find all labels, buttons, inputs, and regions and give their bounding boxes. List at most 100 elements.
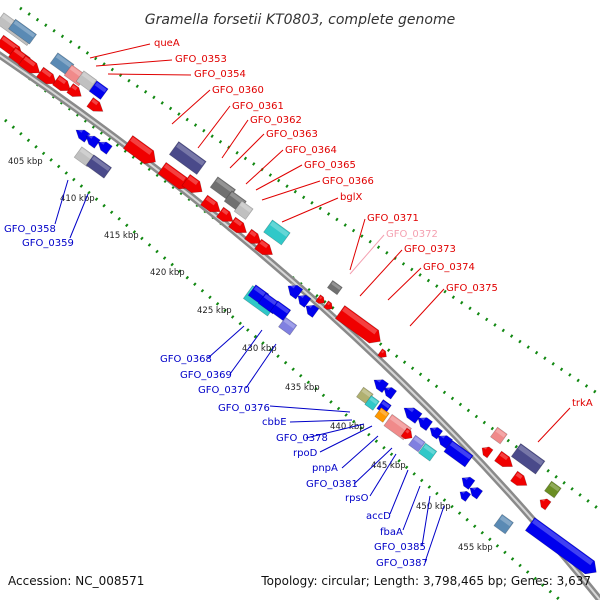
- gene-41: [323, 300, 333, 310]
- leader-line: [387, 267, 422, 301]
- gene-label-text: GFO_0361: [232, 101, 284, 112]
- leader-line: [353, 447, 393, 485]
- gene-label-gfo-0368: GFO_0368: [160, 325, 245, 365]
- leader-line: [171, 89, 211, 125]
- leader-line: [289, 419, 353, 423]
- leader-line: [421, 495, 431, 547]
- outer-dotted-track: [19, 6, 600, 397]
- gene-label-text: fbaA: [380, 527, 403, 538]
- gene-28: [244, 228, 262, 244]
- gene-54: [400, 427, 413, 440]
- leader-line: [349, 234, 385, 275]
- gene-45: [383, 385, 398, 400]
- gene-label-bglx: bglX: [281, 192, 362, 223]
- gene-label-gfo-0361: GFO_0361: [197, 101, 284, 149]
- gene-label-text: GFO_0365: [304, 160, 356, 171]
- leader-line: [369, 453, 397, 497]
- leader-line: [107, 73, 192, 76]
- gene-label-gfo-0374: GFO_0374: [387, 262, 475, 301]
- leader-line: [537, 407, 571, 443]
- gene-51: [417, 414, 433, 432]
- gene-26: [216, 206, 234, 222]
- gene-label-gfo-0371: GFO_0371: [349, 213, 419, 271]
- gene-label-gfo-0375: GFO_0375: [409, 283, 498, 327]
- gene-49: [374, 407, 390, 423]
- gene-label-text: rpoD: [293, 448, 318, 459]
- gene-58: [443, 439, 474, 468]
- tick-label: 435 kbp: [285, 383, 320, 393]
- gene-56: [418, 442, 438, 462]
- leader-line: [359, 249, 403, 297]
- gene-38: [305, 302, 320, 318]
- accession-text: Accession: NC_008571: [8, 574, 144, 588]
- leader-line: [229, 133, 265, 169]
- gene-label-rpod: rpoD: [293, 425, 373, 459]
- gene-label-gfo-0358: GFO_0358: [4, 179, 69, 235]
- gene-label-text: GFO_0378: [276, 433, 328, 444]
- gene-label-gfo-0387: GFO_0387: [376, 505, 445, 569]
- gene-61: [459, 489, 472, 502]
- gene-labels: queAGFO_0353GFO_0354GFO_0360GFO_0361GFO_…: [4, 38, 593, 569]
- gene-4: [18, 54, 41, 74]
- gene-15: [97, 139, 113, 155]
- gene-label-gfo-0363: GFO_0363: [229, 129, 318, 169]
- gene-label-text: GFO_0353: [175, 54, 227, 65]
- gene-label-text: queA: [154, 38, 180, 49]
- tick-label: 450 kbp: [416, 502, 451, 512]
- gene-57: [437, 432, 453, 450]
- gene-label-fbaa: fbaA: [380, 485, 421, 538]
- gene-65: [510, 443, 546, 475]
- gene-36: [287, 282, 304, 300]
- gene-label-quea: queA: [89, 38, 180, 59]
- gene-62: [490, 426, 508, 445]
- tick-label: 440 kbp: [330, 422, 365, 432]
- gene-7: [66, 83, 82, 97]
- gene-label-text: GFO_0381: [306, 479, 358, 490]
- gene-label-gfo-0372: GFO_0372: [349, 229, 438, 275]
- gene-label-gfo-0362: GFO_0362: [221, 115, 302, 159]
- gene-6: [52, 74, 71, 92]
- gene-12: [86, 97, 104, 112]
- leader-line: [409, 288, 445, 327]
- leader-line: [305, 423, 365, 439]
- leader-line: [424, 505, 445, 563]
- gene-55: [408, 434, 426, 453]
- gene-label-text: GFO_0354: [194, 69, 246, 80]
- gene-features: [0, 12, 597, 575]
- gene-1: [8, 18, 37, 45]
- leader-line: [221, 119, 249, 159]
- gene-label-gfo-0378: GFO_0378: [276, 423, 365, 444]
- gene-66: [510, 470, 528, 486]
- gene-label-text: GFO_0372: [386, 229, 438, 240]
- gene-label-text: GFO_0366: [322, 176, 374, 187]
- gene-64: [494, 450, 513, 468]
- leader-line: [341, 435, 379, 469]
- leader-line: [197, 105, 231, 149]
- tick-label: 430 kbp: [242, 344, 277, 354]
- topology-text: Topology: circular; Length: 3,798,465 bp…: [260, 574, 591, 588]
- gene-label-gfo-0376: GFO_0376: [218, 403, 351, 414]
- leader-line: [207, 325, 245, 359]
- gene-label-text: GFO_0369: [180, 370, 232, 381]
- gene-label-gfo-0370: GFO_0370: [198, 343, 277, 396]
- leader-line: [269, 405, 351, 413]
- gene-label-text: GFO_0375: [446, 283, 498, 294]
- gene-label-text: GFO_0364: [285, 145, 337, 156]
- leader-line: [319, 425, 373, 453]
- gene-35: [278, 316, 298, 336]
- gene-label-gfo-0364: GFO_0364: [245, 145, 337, 185]
- gene-label-text: GFO_0358: [4, 224, 56, 235]
- leader-line: [255, 164, 303, 191]
- gene-label-accd: accD: [366, 469, 409, 522]
- gene-label-gfo-0365: GFO_0365: [255, 160, 356, 191]
- gene-label-text: GFO_0362: [250, 115, 302, 126]
- gene-52: [429, 425, 444, 440]
- gene-label-text: GFO_0359: [22, 238, 74, 249]
- gene-24: [233, 200, 254, 220]
- gene-68: [539, 497, 552, 511]
- leader-line: [402, 485, 421, 531]
- tick-label: 455 kbp: [458, 543, 493, 553]
- gene-25: [200, 194, 221, 213]
